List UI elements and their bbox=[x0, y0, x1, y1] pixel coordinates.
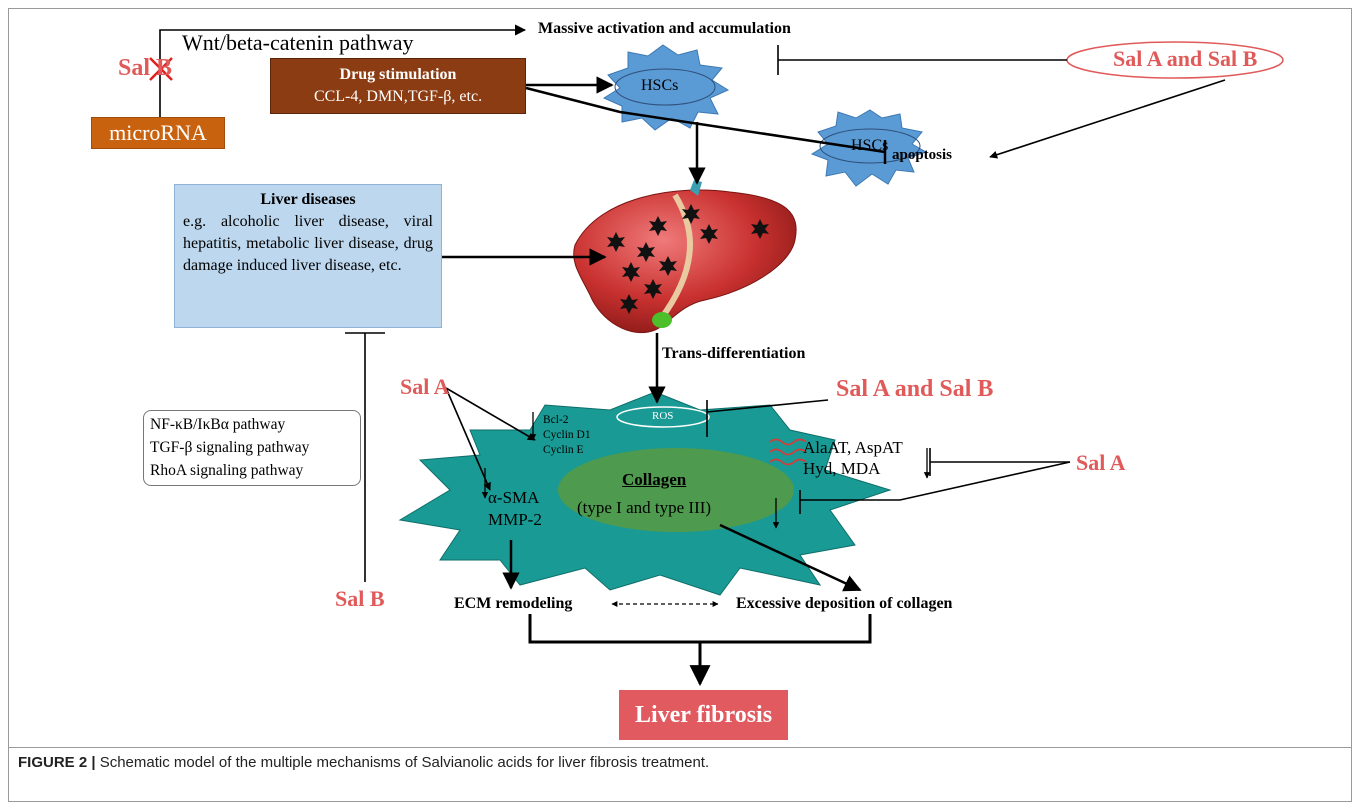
trans-differentiation-label: Trans-differentiation bbox=[662, 345, 806, 362]
liver-diseases-title: Liver diseases bbox=[260, 191, 356, 208]
wnt-pathway-label: Wnt/beta-catenin pathway bbox=[182, 30, 414, 55]
sala-to-bcl2-arrow bbox=[445, 387, 536, 441]
caption-text: Schematic model of the multiple mechanis… bbox=[95, 754, 710, 771]
drug-stimulation-examples: CCL-4, DMN,TGF-β, etc. bbox=[313, 88, 483, 105]
ros-label: ROS bbox=[652, 410, 674, 422]
wavy-lines bbox=[769, 438, 807, 466]
liver-fibrosis-box: Liver fibrosis bbox=[619, 690, 788, 740]
caption-label: FIGURE 2 | bbox=[18, 754, 96, 771]
hscs-label-2: HSCs bbox=[851, 137, 889, 154]
sala-right-inhibit-alaat bbox=[929, 448, 1070, 476]
sal-a-right-label: Sal A bbox=[1076, 450, 1126, 475]
mmp2-label: MMP-2 bbox=[488, 510, 542, 529]
sal-promote-apoptosis-arrow bbox=[989, 79, 1226, 159]
sala-to-sma-arrow bbox=[445, 387, 491, 491]
collagen-ellipse bbox=[558, 448, 794, 532]
sal-a-and-b-mid-label: Sal A and Sal B bbox=[836, 376, 994, 402]
cyclin-d1-label: Cyclin D1 bbox=[543, 429, 591, 441]
salb-inhibit-disease-line bbox=[345, 332, 385, 582]
hsc-star-2 bbox=[810, 109, 928, 187]
drug-stimulation-box: Drug stimulation CCL-4, DMN,TGF-β, etc. bbox=[270, 58, 526, 114]
ecm-remodeling-label: ECM remodeling bbox=[454, 595, 573, 612]
collagen-to-deposition-arrow bbox=[719, 523, 862, 592]
hyd-mda-label: Hyd, MDA bbox=[803, 459, 881, 478]
pathway-3: RhoA signaling pathway bbox=[150, 462, 304, 479]
hscs-label-1: HSCs bbox=[641, 77, 679, 94]
figure-caption: FIGURE 2 | Schematic model of the multip… bbox=[18, 754, 709, 771]
pathways-box: NF-κB/IκBα pathway TGF-β signaling pathw… bbox=[143, 410, 361, 486]
alaat-aspat-label: AlaAT, AspAT bbox=[803, 438, 903, 457]
pathway-2: TGF-β signaling pathway bbox=[150, 439, 310, 456]
microrna-box: microRNA bbox=[91, 117, 225, 149]
merge-bracket bbox=[528, 614, 872, 644]
excessive-deposition-label: Excessive deposition of collagen bbox=[736, 595, 953, 612]
sala-right-inhibit-collagen bbox=[799, 461, 1071, 514]
massive-activation-label: Massive activation and accumulation bbox=[538, 20, 791, 37]
ros-ellipse bbox=[616, 406, 710, 428]
sal-b-top-label: Sal B bbox=[118, 55, 173, 81]
collagen-types-label: (type I and type III) bbox=[577, 498, 712, 517]
alpha-sma-label: α-SMA bbox=[488, 488, 540, 507]
pathway-1: NF-κB/IκBα pathway bbox=[150, 416, 286, 433]
wnt-line bbox=[159, 24, 527, 118]
sal-inhibit-activation-line bbox=[777, 45, 1067, 75]
salab-inhibit-ros-line bbox=[706, 399, 829, 437]
collagen-label: Collagen bbox=[622, 470, 687, 489]
hsc-star-1 bbox=[602, 44, 730, 131]
liver-illustration bbox=[573, 180, 797, 334]
drug-to-apoptosis-line bbox=[525, 86, 886, 154]
drug-stimulation-title: Drug stimulation bbox=[339, 66, 457, 83]
sal-a-and-b-top-label: Sal A and Sal B bbox=[1113, 46, 1258, 71]
bcl2-label: Bcl-2 bbox=[543, 414, 569, 426]
sal-a-left-label: Sal A bbox=[400, 374, 450, 399]
inhibit-x-icon bbox=[149, 57, 173, 81]
figure-frame bbox=[8, 8, 1352, 802]
sal-b-bottom-label: Sal B bbox=[335, 586, 385, 611]
caption-divider bbox=[8, 747, 1352, 748]
apoptosis-label: apoptosis bbox=[892, 147, 953, 163]
liver-diseases-box: Liver diseases e.g. alcoholic liver dise… bbox=[174, 184, 442, 328]
cyclin-e-label: Cyclin E bbox=[543, 444, 584, 456]
liver-diseases-body: e.g. alcoholic liver disease, viral hepa… bbox=[183, 213, 433, 274]
